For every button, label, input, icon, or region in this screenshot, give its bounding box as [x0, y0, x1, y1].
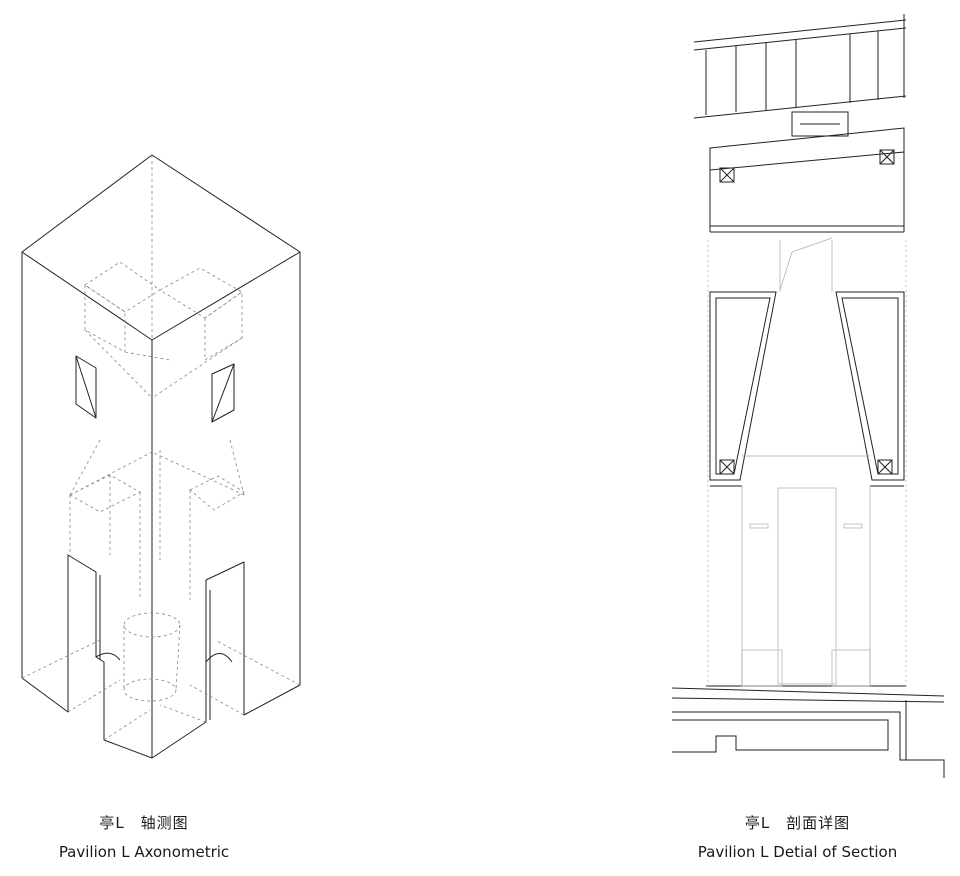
axo-window-right	[211, 363, 235, 423]
caption-section-en: Pavilion L Detial of Section	[697, 843, 898, 861]
caption-section-cn: 亭L 剖面详图	[744, 814, 851, 832]
caption-axonometric-en: Pavilion L Axonometric	[58, 843, 230, 861]
section-drawing	[671, 14, 945, 778]
caption-section: 亭L 剖面详图 Pavilion L Detial of Section	[690, 812, 905, 861]
caption-axonometric-cn: 亭L 轴测图	[99, 814, 189, 832]
axo-top-face	[21, 154, 301, 341]
caption-axonometric: 亭L 轴测图 Pavilion L Axonometric	[44, 812, 244, 861]
